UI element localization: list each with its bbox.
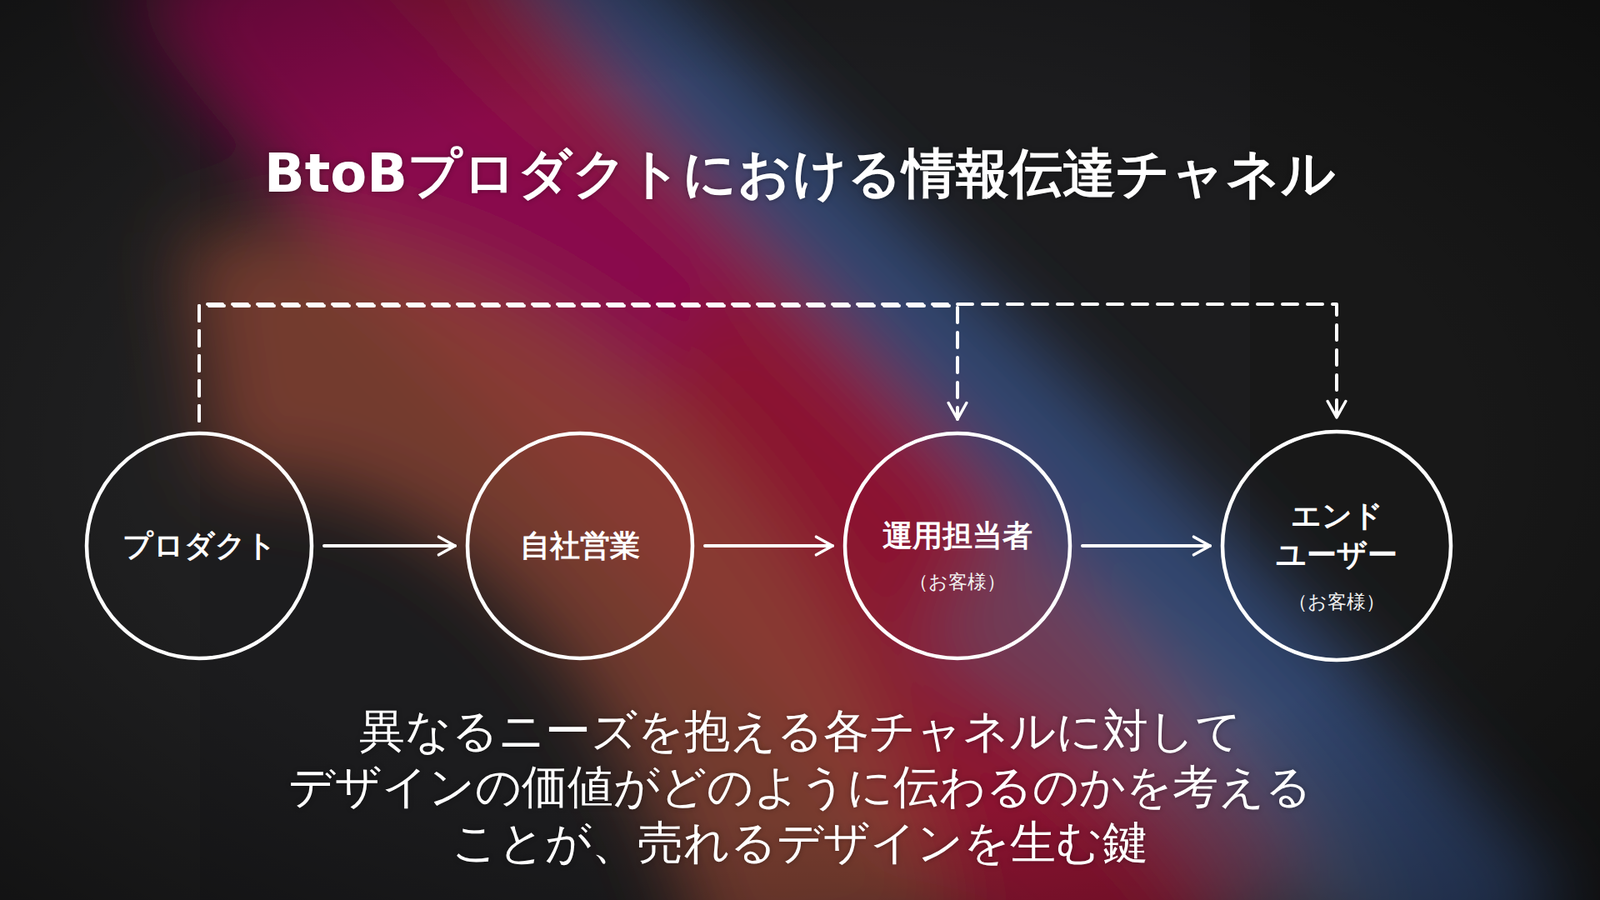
channel-circle: 自社営業 <box>465 430 695 661</box>
node-sublabel: （お客様） <box>1288 590 1385 615</box>
caption-text: 異なるニーズを抱える各チャネルに対して デザインの価値がどのように伝わるのかを考… <box>258 703 1342 871</box>
caption-block: 異なるニーズを抱える各チャネルに対して デザインの価値がどのように伝わるのかを考… <box>0 703 1600 871</box>
circle-stroke <box>86 433 312 659</box>
channel-circle: 運用担当者 （お客様） <box>842 430 1073 661</box>
flow-arrow <box>324 544 455 548</box>
circle-stroke <box>845 433 1070 659</box>
direct-channel-arrow <box>199 305 958 421</box>
direct-channel-arrow <box>199 304 1337 421</box>
node-label: エンド ユーザー <box>1249 496 1425 575</box>
node-label: 自社営業 <box>520 526 640 566</box>
diagram-title: BtoBプロダクトにおける情報伝達チャネル <box>0 141 1600 206</box>
channel-circle: プロダクト <box>84 430 315 661</box>
channel-circle: エンド ユーザー （お客様） <box>1220 429 1454 663</box>
circle-stroke <box>1222 431 1451 660</box>
node-label: 運用担当者 <box>882 516 1033 556</box>
node-sublabel: （お客様） <box>909 570 1006 595</box>
flow-arrow <box>1082 544 1210 548</box>
circle-stroke <box>467 433 693 659</box>
flow-arrow <box>705 544 833 548</box>
node-label: プロダクト <box>122 526 277 566</box>
